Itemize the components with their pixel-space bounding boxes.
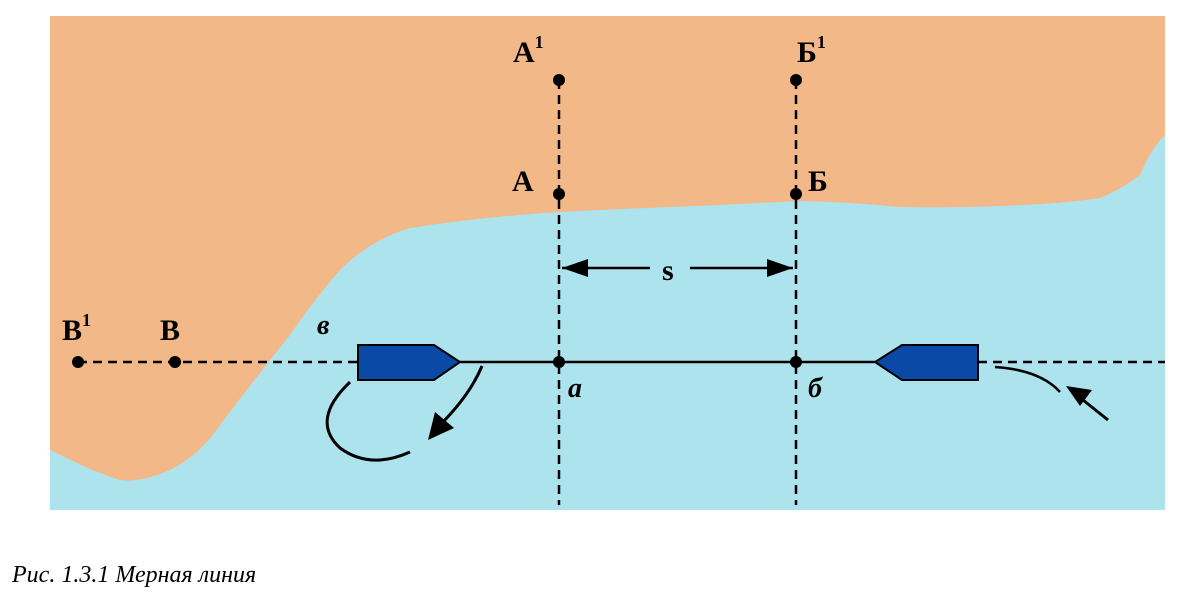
label-s: s: [662, 254, 674, 287]
point-a1: [553, 74, 565, 86]
land-area: [50, 16, 1165, 481]
point-b1: [790, 74, 802, 86]
label-b: Б: [808, 165, 828, 198]
turn-arrow-left: [325, 380, 411, 462]
figure-caption: Рис. 1.3.1 Мерная линия: [12, 562, 257, 588]
ship-left: [357, 344, 462, 381]
label-a: А: [512, 165, 534, 198]
arrowhead-right: [767, 259, 793, 277]
arrowhead-left: [562, 259, 588, 277]
point-course-a: [553, 356, 565, 368]
point-v1: [72, 356, 84, 368]
label-point-b: б: [808, 373, 823, 404]
label-a1: А1: [513, 32, 544, 69]
approach-arrowhead: [1066, 386, 1092, 406]
approach-curve: [994, 365, 1061, 393]
label-v1: В1: [62, 310, 91, 347]
label-point-a: а: [568, 373, 582, 404]
point-v: [169, 356, 181, 368]
label-v: В: [160, 314, 180, 347]
point-a: [553, 188, 565, 200]
measured-mile-diagram: А1 Б1 А Б В1 В s в а б: [50, 16, 1165, 510]
label-point-v: в: [317, 310, 330, 341]
turn-arrowhead-front: [428, 412, 454, 440]
turn-arrow-front: [438, 365, 484, 427]
point-b: [790, 188, 802, 200]
ship-right: [873, 344, 979, 381]
label-b1: Б1: [797, 32, 826, 69]
point-course-b: [790, 356, 802, 368]
